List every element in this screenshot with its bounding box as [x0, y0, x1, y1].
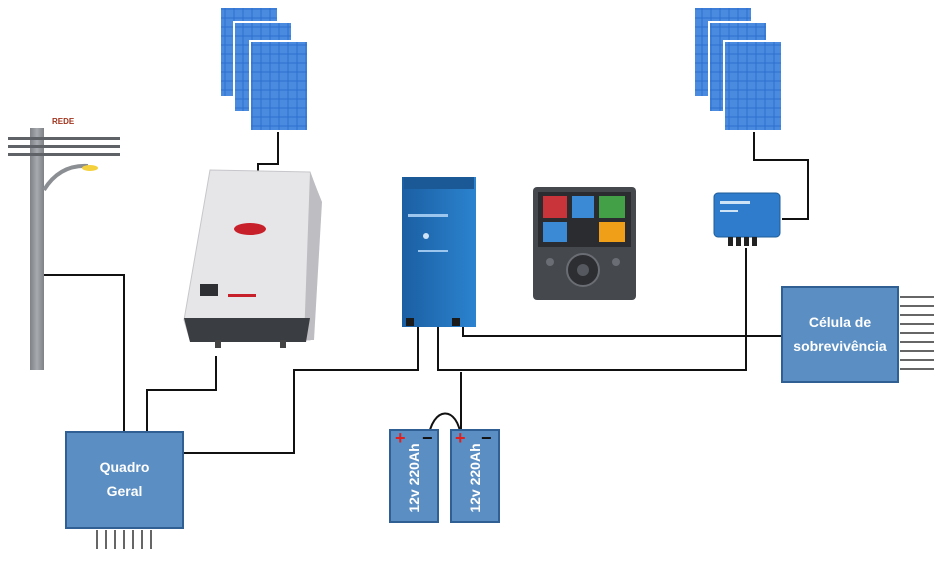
mppt-charge-controller-icon: [713, 192, 781, 246]
grid-inverter-icon: [183, 169, 322, 348]
wire-panel-left-to-inverter: [257, 130, 279, 172]
battery-1-plus: +: [395, 428, 406, 448]
battery-icon: [389, 429, 439, 523]
color-control-display-icon: [533, 187, 636, 300]
battery-icon: [450, 429, 500, 523]
battery-2-plus: +: [455, 428, 466, 448]
solar-panel-icon: [219, 6, 309, 132]
celula-label-line2: sobrevivência: [793, 338, 887, 354]
wire-panel-right-to-mppt: [753, 130, 809, 220]
wire-victron-to-celula: [462, 318, 782, 337]
utility-pole-icon: [8, 128, 120, 370]
quadro-geral-label-line1: Quadro: [99, 459, 150, 475]
victron-inverter-icon: [402, 177, 476, 327]
quadro-geral-label-line2: Geral: [106, 483, 143, 499]
rede-label: REDE: [52, 117, 75, 126]
wire-quadro-to-victron: [184, 318, 419, 454]
solar-panel-icon: [693, 6, 783, 132]
wire-inverter-to-quadro: [146, 356, 217, 432]
terminal-lines: [900, 296, 934, 370]
celula-sobrevivencia-box: [781, 286, 934, 383]
celula-label: Célula de sobrevivência: [782, 310, 898, 358]
battery-2-minus: −: [481, 428, 492, 448]
quadro-geral-label: Quadro Geral: [66, 455, 183, 503]
battery-1-minus: −: [422, 428, 433, 448]
terminal-lines: [96, 530, 152, 549]
battery-1-label: 12v 220Ah: [406, 443, 422, 513]
quadro-geral-box: [65, 431, 184, 549]
wire-victron-to-battery: [437, 248, 747, 371]
celula-label-line1: Célula de: [808, 314, 872, 330]
wire-pole-to-quadro: [38, 274, 125, 432]
